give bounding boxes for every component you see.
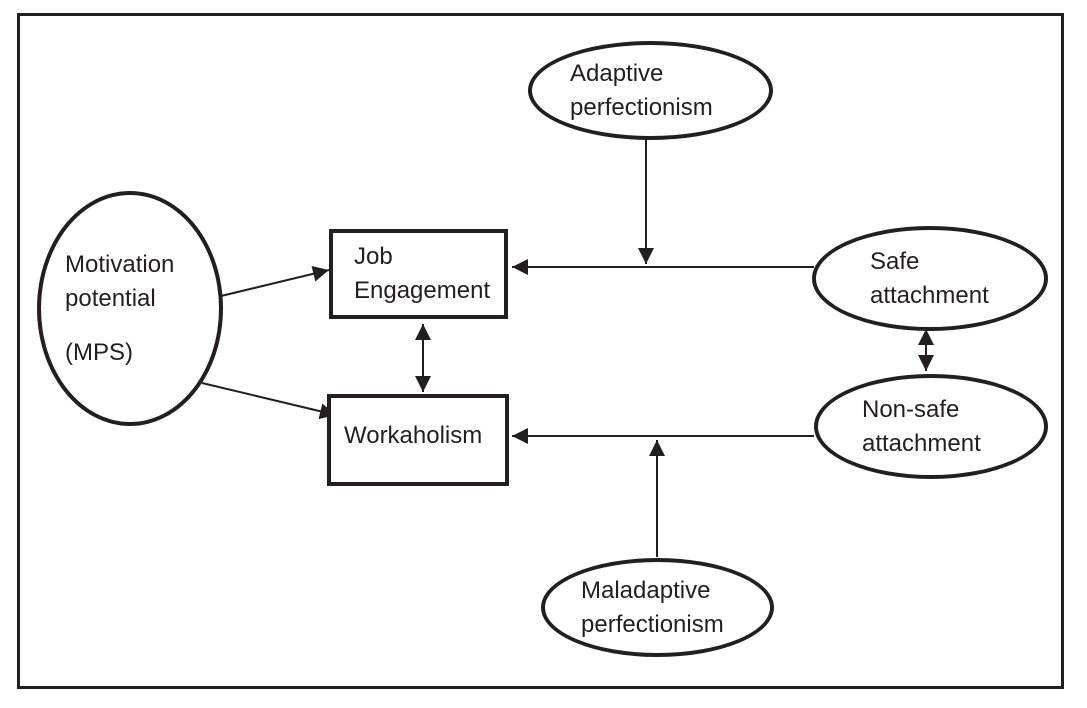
node-label-line: Adaptive — [570, 59, 664, 87]
node-label-line: Motivation — [65, 250, 175, 278]
node-motivation-potential: Motivation potential (MPS) — [37, 191, 223, 426]
edge-motivation-to-workaholism-arrow — [201, 382, 337, 420]
node-job-engagement: Job Engagement — [329, 229, 508, 319]
node-label-line: perfectionism — [570, 93, 713, 121]
node-label-line: Workaholism — [344, 422, 483, 449]
node-label-line: potential — [65, 284, 156, 312]
edge-motivation-to-job-arrow — [220, 265, 330, 297]
node-label-line: Job — [354, 243, 393, 270]
node-label-line: Non-safe — [862, 395, 960, 423]
node-adaptive-perfectionism: Adaptive perfectionism — [528, 41, 773, 140]
node-label-line: Safe — [870, 247, 920, 275]
node-label-line: attachment — [862, 429, 981, 457]
node-label-line: Maladaptive — [581, 576, 711, 604]
node-label-line: perfectionism — [581, 610, 724, 638]
node-label-line: (MPS) — [65, 338, 133, 366]
figure-border — [17, 13, 1064, 689]
node-nonsafe-attachment: Non-safe attachment — [814, 374, 1048, 479]
node-workaholism: Workaholism — [327, 394, 509, 486]
node-safe-attachment: Safe attachment — [812, 226, 1048, 331]
node-label-line: attachment — [870, 281, 989, 309]
node-maladaptive-perfectionism: Maladaptive perfectionism — [541, 558, 774, 657]
node-label-line: Engagement — [354, 277, 491, 304]
